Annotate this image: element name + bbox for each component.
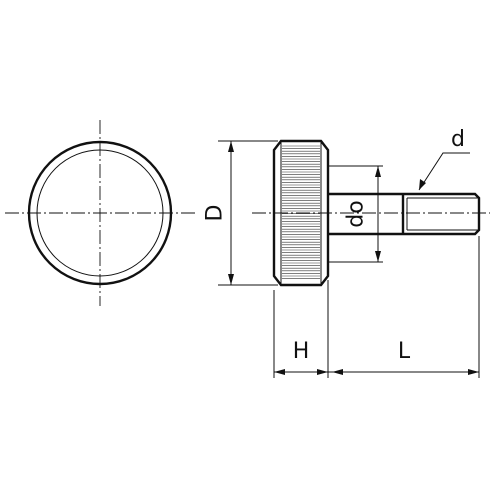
label-D: D <box>203 205 228 222</box>
knurl-pattern <box>282 145 320 279</box>
front-view <box>5 120 195 306</box>
thread-outline <box>401 192 481 236</box>
dimension-H: H <box>273 280 329 378</box>
label-L: L <box>398 339 411 364</box>
label-do: do <box>344 200 369 227</box>
dimension-L: L <box>328 236 480 378</box>
label-d: d <box>451 127 465 152</box>
dimension-D: D <box>203 140 278 286</box>
side-view <box>252 139 490 287</box>
dimension-do: do <box>328 165 383 263</box>
neck-outline <box>328 192 403 236</box>
dimension-d: d <box>418 127 470 191</box>
label-H: H <box>293 339 310 364</box>
